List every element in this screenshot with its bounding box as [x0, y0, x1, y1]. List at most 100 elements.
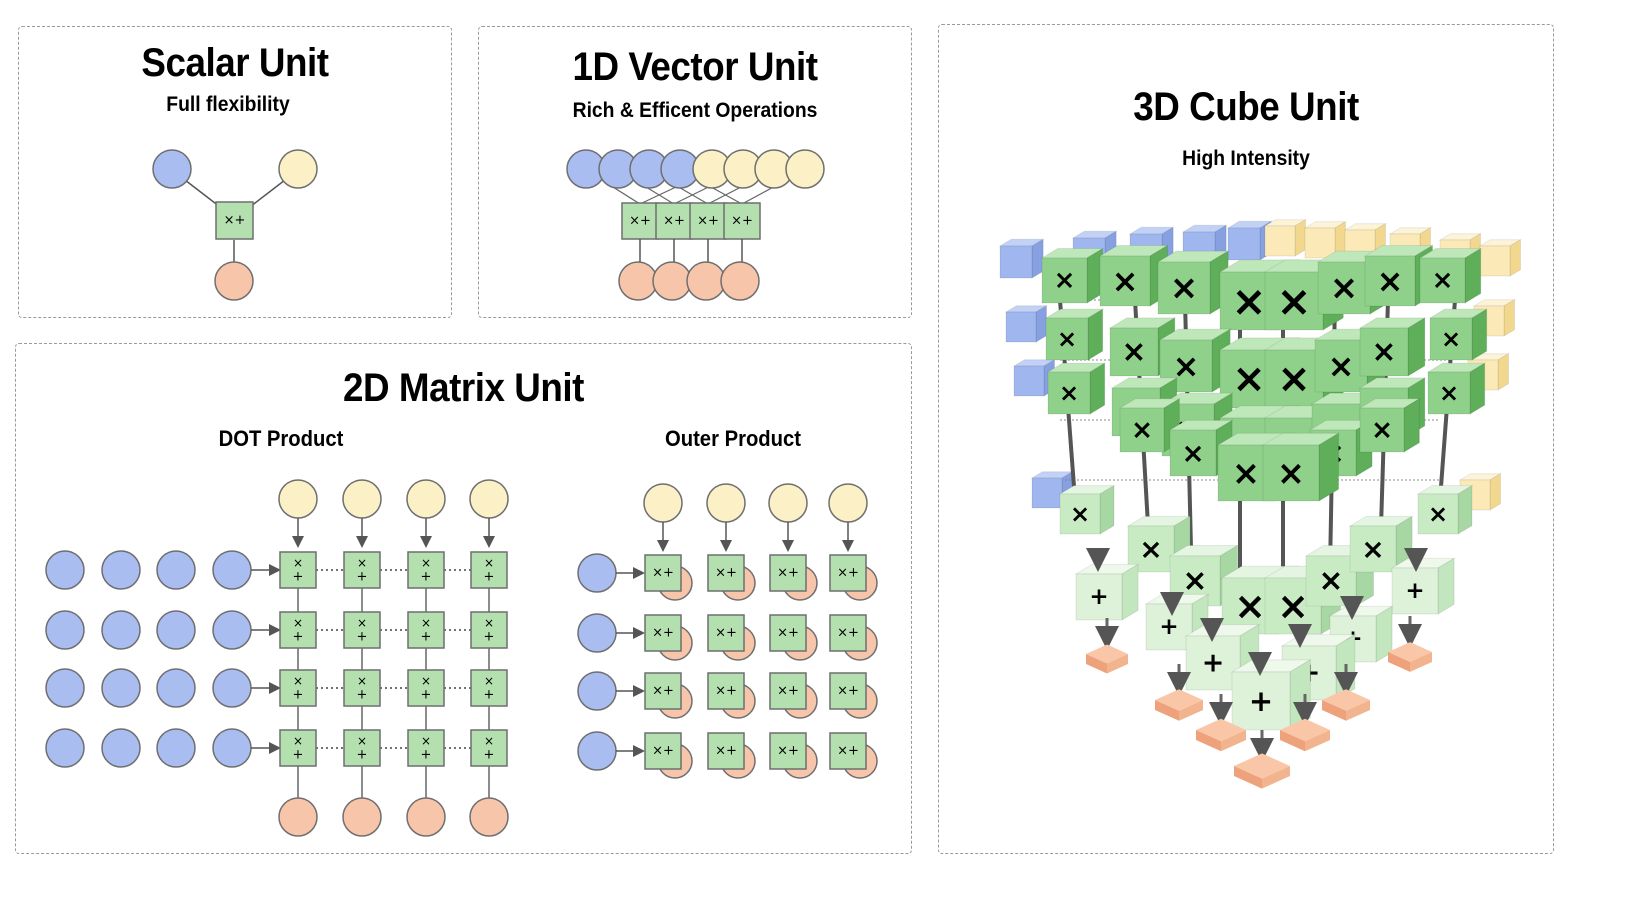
dot-row-input	[101, 550, 141, 590]
dot-op-add: +	[421, 630, 432, 645]
cube-mul-cell: ×	[1040, 247, 1105, 304]
outer-compute-cell	[829, 732, 867, 770]
outer-op-label: ×+	[652, 684, 674, 699]
outer-op-label: ×+	[777, 566, 799, 581]
cube-mul-cell-side	[1457, 484, 1473, 535]
cube-output	[1196, 718, 1246, 752]
outer-compute-cell	[707, 614, 745, 652]
cube-input-b	[1303, 220, 1348, 259]
dot-compute-cell	[407, 551, 445, 589]
dot-op-mul: ×	[357, 616, 367, 630]
cube-unit-panel: 3D Cube Unit High Intensity	[938, 24, 1554, 854]
outer-top-input	[706, 483, 746, 523]
cube-input-a-front	[1227, 227, 1261, 261]
cube-mul-cell-front	[1264, 271, 1324, 331]
cube-unit-title: 3D Cube Unit	[1133, 85, 1359, 129]
cube-output-right	[1410, 652, 1432, 672]
dot-op-add: +	[484, 748, 495, 763]
outer-top-input	[828, 483, 868, 523]
cube-input-a-front	[1013, 365, 1045, 397]
dot-row-input	[212, 610, 252, 650]
cube-mul-cell-glyph: ×	[1059, 379, 1079, 407]
cube-mul-cell-glyph: ×	[1328, 347, 1355, 385]
outer-op-label: ×+	[777, 744, 799, 759]
vector-output	[686, 261, 726, 301]
vector-op-label: ×+	[731, 214, 753, 229]
dot-row-input	[101, 668, 141, 708]
outer-op-label: ×+	[777, 626, 799, 641]
dot-compute-cell	[407, 669, 445, 707]
cube-add-cell-front	[1075, 573, 1123, 621]
cube-mul-cell-glyph: ×	[1428, 500, 1448, 528]
dot-compute-cell	[470, 729, 508, 767]
cube-mul-cell-front	[1419, 257, 1466, 304]
outer-row-input	[577, 613, 617, 653]
cube-output	[1086, 644, 1128, 674]
cube-mul-cell-front	[1317, 261, 1371, 315]
outer-compute-cell	[644, 554, 682, 592]
outer-product-label: Outer Product	[664, 426, 802, 451]
cube-mul-cell-front	[1305, 555, 1357, 607]
cube-mul-cell-front	[1157, 261, 1211, 315]
cube-mul-cell: ×	[1044, 308, 1105, 361]
dot-row-input	[212, 668, 252, 708]
vector-unit-title: 1D Vector Unit	[572, 45, 818, 89]
cube-mul-cell-glyph: ×	[1231, 277, 1266, 326]
dot-compute-cell	[343, 669, 381, 707]
cube-input-a-side	[1035, 304, 1047, 343]
dot-compute-cell	[407, 611, 445, 649]
cube-mul-cell-side	[1471, 308, 1488, 361]
cube-output	[1322, 689, 1370, 721]
dot-product-diagram: ×+×+×+×+×+×+×+×+×+×+×+×+×+×+×+×+	[45, 479, 509, 837]
dot-op-mul: ×	[357, 674, 367, 688]
vector-unit-subtitle: Rich & Efficent Operations	[572, 99, 818, 122]
dot-row-input	[156, 550, 196, 590]
cube-mul-cell-glyph: ×	[1170, 268, 1199, 308]
dot-op-add: +	[357, 570, 368, 585]
dot-op-add: +	[484, 570, 495, 585]
dot-compute-cell	[343, 729, 381, 767]
outer-op-label: ×+	[652, 626, 674, 641]
cube-input-a-front	[1005, 311, 1037, 343]
dot-op-mul: ×	[293, 616, 303, 630]
cube-mul-cell-glyph: ×	[1234, 584, 1266, 628]
dot-compute-cell	[407, 729, 445, 767]
dot-op-mul: ×	[357, 556, 367, 570]
cube-mul-cell-front	[1099, 255, 1151, 307]
cube-mul-cell-side	[1099, 484, 1115, 535]
cube-mul-cell-side	[1087, 308, 1104, 361]
cube-mul-cell-glyph: ×	[1181, 437, 1204, 470]
dot-op-mul: ×	[421, 734, 431, 748]
dot-compute-cell	[470, 611, 508, 649]
cube-add-cell: +	[1074, 563, 1140, 621]
cube-add-cell-side	[1121, 563, 1139, 621]
cube-output-left	[1086, 654, 1107, 674]
cube-mul-cell-side	[1407, 317, 1426, 377]
cube-mul-cell-glyph: ×	[1441, 325, 1461, 353]
cube-input-b-front	[1479, 245, 1511, 277]
cube-input-b-side	[1489, 472, 1501, 511]
scalar-diagram: ×+	[152, 149, 318, 301]
cube-mul-cell: ×	[1156, 250, 1231, 315]
outer-op-label: ×+	[777, 684, 799, 699]
dot-op-mul: ×	[293, 734, 303, 748]
dot-output	[406, 797, 446, 837]
cube-mul-cell-side	[1318, 432, 1340, 502]
vector-compute-cell	[723, 202, 761, 240]
matrix-unit-panel: 2D Matrix Unit DOT Product Outer Product	[15, 343, 912, 854]
cube-output-top	[1155, 689, 1203, 711]
outer-compute-cell	[829, 554, 867, 592]
cube-mul-cell-glyph: ×	[1121, 335, 1146, 370]
outer-compute-cell	[707, 672, 745, 710]
cube-mul-cell-glyph: ×	[1377, 262, 1404, 300]
dot-op-mul: ×	[421, 616, 431, 630]
vector-input-b	[785, 149, 825, 189]
vector-output	[720, 261, 760, 301]
scalar-compute-cell	[215, 201, 254, 240]
cube-output-left	[1280, 730, 1305, 752]
cube-mul-cell: ×	[1261, 432, 1341, 502]
dot-compute-cell	[343, 611, 381, 649]
outer-compute-cell	[707, 554, 745, 592]
scalar-unit-subtitle: Full flexibility	[166, 93, 290, 116]
